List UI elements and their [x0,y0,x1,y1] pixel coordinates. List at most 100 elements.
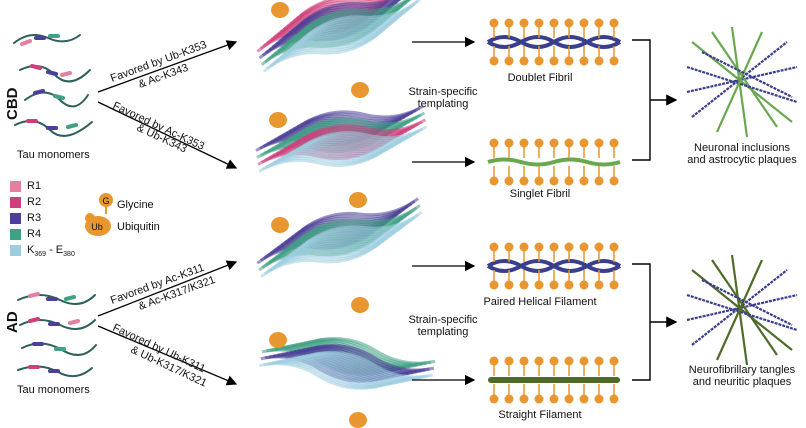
ubiquitin-mark [351,297,369,313]
cbd-inclusion-tangle [686,26,798,138]
ubiquitin-mark [351,82,369,98]
side-chain-head [609,138,619,148]
side-chain-head [564,18,574,28]
side-chain-head [609,394,619,404]
ad-monomers-label: Tau monomers [17,384,90,396]
side-chain-head [609,356,619,366]
side-chain-head [519,242,529,252]
side-chain-head [594,242,604,252]
legend-swatch-r2 [10,197,21,208]
side-chain-head [519,394,529,404]
side-chain-head [504,176,514,186]
fibril-strand [488,377,620,383]
side-chain-head [579,242,589,252]
ubiquitin-mark [271,2,289,18]
side-chain-head [534,18,544,28]
side-chain-head [579,280,589,290]
tangle-fiber [711,259,778,356]
sf-fibril [488,356,620,404]
tangle-fiber [691,41,793,123]
fibril-strand [486,35,622,49]
side-chain-head [489,176,499,186]
core-strand [304,111,426,131]
side-chain-head [594,280,604,290]
side-chain-head [594,56,604,66]
core-strand [299,0,416,17]
side-chain-head [609,176,619,186]
tangle-fiber [711,31,778,128]
core-strand [305,0,422,37]
legend-label-k369-e380: K369 - E380 [27,244,75,259]
glycine-icon: G [99,193,113,214]
side-chain-head [594,394,604,404]
side-chain-head [519,56,529,66]
side-chain-head [504,394,514,404]
side-chain-head [549,356,559,366]
core-strand [304,210,423,245]
side-chain-head [564,280,574,290]
tangle-fiber [715,259,764,361]
sf-label: Straight Filament [498,409,582,421]
templating-arrows [412,36,476,386]
phf-fibril [486,242,622,290]
svg-text:G: G [102,196,109,206]
legend-swatch-r1 [10,181,21,192]
side-chain-head [594,176,604,186]
side-chain-head [534,176,544,186]
core-strand [306,125,428,145]
ubiquitin-mark [269,332,287,348]
core-strand [303,104,425,124]
side-chain-head [564,56,574,66]
side-chain-head [564,138,574,148]
core-strand [305,118,427,138]
tangle-fiber [691,269,793,351]
side-chain-head [504,138,514,148]
core-strand [314,350,433,379]
side-chain-head [609,56,619,66]
phf-label: Paired Helical Filament [483,296,597,308]
core-strand [316,337,436,365]
singlet-fibril [487,138,621,186]
side-chain-head [579,56,589,66]
ubiquitin-mark [349,412,367,428]
core-strand [303,0,420,31]
legend-swatch-r4 [10,229,21,240]
legend-label-r2: R2 [27,196,42,208]
side-chain-head [489,280,499,290]
doublet-fibril-label: Doublet Fibril [507,72,573,84]
pathway-labels: Favored by Ub-K353 & Ac-K343 Favored by … [109,39,217,390]
side-chain-head [579,176,589,186]
ad-phf-core [256,197,423,313]
side-chain-head [549,242,559,252]
side-chain-head [579,394,589,404]
side-chain-head [534,280,544,290]
ubiquitin-icon: Ub [85,213,111,236]
side-chain-head [594,18,604,28]
svg-text:Ub: Ub [91,222,103,232]
cbd-monomers-label: Tau monomers [17,149,90,161]
legend-label-r3: R3 [27,212,42,224]
side-chain-head [519,280,529,290]
side-chain-head [534,356,544,366]
side-chain-head [489,394,499,404]
ad-nft-tangle [686,254,798,366]
side-chain-head [504,18,514,28]
core-strand [303,204,421,238]
side-chain-head [489,356,499,366]
side-chain-head [594,356,604,366]
side-chain-head [549,176,559,186]
cbd-monomer-chains [13,33,93,137]
svg-text:Favored by Ac-K353: Favored by Ac-K353 [111,100,206,153]
singlet-fibril-label: Singlet Fibril [509,188,571,200]
ubiquitin-mark [349,192,367,208]
tangle-fiber [686,293,798,332]
tangle-fiber [701,51,793,98]
side-chain-head [609,18,619,28]
side-chain-head [579,18,589,28]
tangle-fiber [686,293,798,322]
side-chain-head [549,138,559,148]
legend-label-ubiquitin: Ubiquitin [117,221,160,233]
